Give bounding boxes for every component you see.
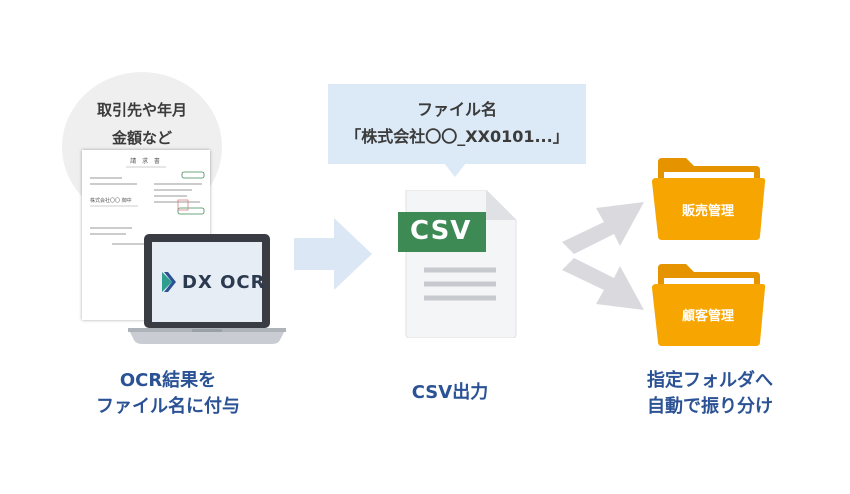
folder-icon-sales bbox=[652, 158, 766, 240]
invoice-company: 株式会社〇〇 御中 bbox=[90, 198, 132, 204]
invoice-lines bbox=[90, 166, 205, 245]
step3-caption: 指定フォルダへ 自動で振り分け bbox=[618, 368, 802, 420]
bubble-line-2: 金額など bbox=[111, 129, 172, 147]
bubble-line-1: 取引先や年月 bbox=[96, 101, 187, 119]
csv-file-icon bbox=[398, 190, 517, 338]
step3-caption-line-1: 指定フォルダへ bbox=[647, 370, 773, 391]
laptop-icon bbox=[128, 234, 286, 344]
distribution-arrows bbox=[562, 202, 644, 310]
arrow-up-right bbox=[562, 202, 644, 254]
folder-label-sales: 販売管理 bbox=[681, 204, 734, 219]
step2-caption: CSV出力 bbox=[411, 382, 489, 403]
invoice-title: 請 求 書 bbox=[130, 158, 162, 165]
laptop-brand: DX OCR bbox=[182, 272, 266, 293]
step1-caption-line-1: OCR結果を bbox=[119, 370, 217, 391]
step3-caption-line-2: 自動で振り分け bbox=[647, 396, 773, 417]
folder-icon-customer bbox=[652, 264, 766, 346]
csv-label: CSV bbox=[410, 216, 472, 246]
step1-caption-line-2: ファイル名に付与 bbox=[96, 396, 240, 417]
filename-callout-text: ファイル名 「株式会社〇〇_XX0101...」 bbox=[328, 96, 586, 150]
step1-caption: OCR結果を ファイル名に付与 bbox=[88, 368, 248, 420]
info-bubble-text: 取引先や年月 金額など bbox=[62, 96, 222, 152]
filename-callout bbox=[328, 84, 586, 164]
flow-arrow-right bbox=[294, 218, 372, 290]
arrow-down-right bbox=[562, 258, 644, 310]
callout-line-1: ファイル名 bbox=[416, 100, 497, 119]
callout-line-2: 「株式会社〇〇_XX0101...」 bbox=[345, 127, 569, 146]
folder-label-customer: 顧客管理 bbox=[681, 309, 734, 324]
filename-callout-tail bbox=[444, 163, 466, 177]
